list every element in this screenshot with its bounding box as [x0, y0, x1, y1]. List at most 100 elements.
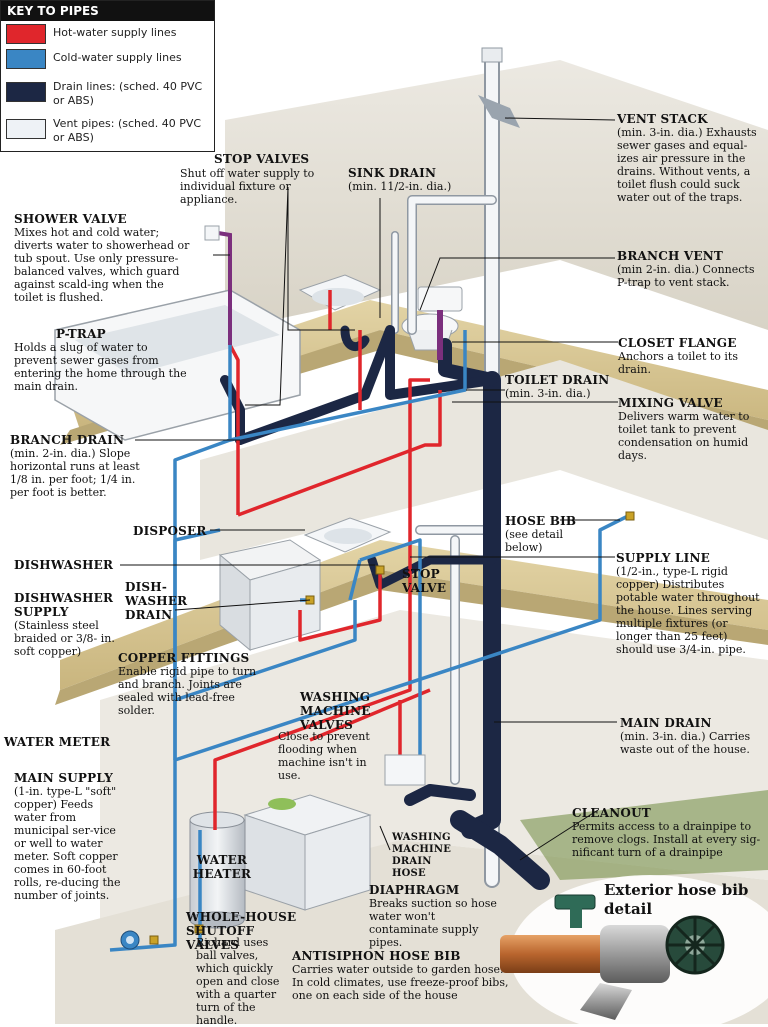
- toilet-drain-title: TOILET DRAIN: [505, 373, 610, 387]
- key-label-drain: Drain lines: (sched. 40 PVC or ABS): [53, 80, 203, 107]
- callout-diaphragm: DIAPHRAGM Breaks suction so hose water w…: [369, 883, 504, 949]
- supply-line-title: SUPPLY LINE: [616, 551, 710, 565]
- key-item-hot: Hot-water supply lines: [1, 21, 216, 55]
- callout-washing-machine-drain-hose: WASHING MACHINE DRAIN HOSE: [392, 832, 464, 880]
- toilet-drain-desc: (min. 3-in. dia.): [505, 387, 591, 400]
- callout-leader-lines: [120, 117, 620, 861]
- hot-water-swatch: [6, 24, 46, 44]
- callout-supply-line: SUPPLY LINE (1/2-in., type-L rigid coppe…: [616, 551, 766, 656]
- hot-water-lines: [213, 290, 442, 830]
- main-supply-title: MAIN SUPPLY: [14, 771, 113, 785]
- shower-valve-desc: Mixes hot and cold water; diverts water …: [14, 226, 190, 304]
- key-label-hot: Hot-water supply lines: [53, 26, 177, 39]
- exterior-detail-title: Exterior hose bib detail: [604, 881, 749, 918]
- callout-copper-fittings: COPPER FITTINGS Enable rigid pipe to tur…: [118, 651, 258, 717]
- diaphragm-desc: Breaks suction so hose water won't conta…: [369, 897, 497, 949]
- callout-hose-bib: HOSE BIB (see detail below): [505, 514, 585, 554]
- key-title: KEY TO PIPES: [1, 1, 214, 21]
- branch-drain-desc: (min. 2-in. dia.) Slope horizontal runs …: [10, 447, 140, 499]
- callout-dishwasher-supply: DISHWASHER SUPPLY (Stainless steel braid…: [14, 591, 126, 658]
- stop-valve-title: STOP VALVE: [402, 567, 447, 595]
- copper-fittings-desc: Enable rigid pipe to turn and branch. Jo…: [118, 665, 257, 717]
- callout-whole-house-shutoff: WHOLE-HOUSE SHUTOFF VALVES: [186, 910, 311, 952]
- callout-dishwasher-drain: DISH- WASHER DRAIN: [125, 580, 187, 622]
- mixing-valve-desc: Delivers warm water to toilet tank to pr…: [618, 410, 750, 462]
- callout-vent-stack: VENT STACK (min. 3-in. dia.) Exhausts se…: [617, 112, 765, 204]
- whole-house-shutoff-desc: Richard uses ball valves, which quickly …: [196, 936, 280, 1027]
- branch-vent-desc: (min 2-in. dia.) Connects P-trap to vent…: [617, 263, 755, 289]
- mixing-valve-title: MIXING VALVE: [618, 396, 723, 410]
- washing-machine-valves-title: WASHING MACHINE VALVES: [300, 690, 371, 732]
- callout-sink-drain: SINK DRAIN (min. 11/2-in. dia.): [348, 166, 468, 193]
- callout-exterior-detail: Exterior hose bib detail: [604, 880, 754, 918]
- washing-machine-valves-desc: Close to prevent flooding when machine i…: [278, 730, 370, 782]
- p-trap-desc: Holds a slug of water to prevent sewer g…: [14, 341, 187, 393]
- washing-machine-valve-box: [384, 754, 426, 786]
- pipe-key-legend: KEY TO PIPES Hot-water supply lines Cold…: [0, 0, 215, 152]
- washing-machine: [243, 794, 372, 911]
- callout-main-drain: MAIN DRAIN (min. 3-in. dia.) Carries was…: [620, 716, 766, 756]
- cleanout-title: CLEANOUT: [572, 806, 651, 820]
- callout-water-heater: WATER HEATER: [192, 853, 252, 881]
- sink-drain-title: SINK DRAIN: [348, 166, 437, 180]
- water-heater-title: WATER HEATER: [192, 853, 252, 881]
- closet-flange-desc: Anchors a toilet to its drain.: [618, 350, 738, 376]
- callout-antisiphon-hose-bib: ANTISIPHON HOSE BIB Carries water outsid…: [292, 949, 517, 1002]
- antisiphon-hose-bib-title: ANTISIPHON HOSE BIB: [292, 949, 461, 963]
- callout-stop-valves: STOP VALVES: [214, 152, 339, 166]
- key-label-vent: Vent pipes: (sched. 40 PVC or ABS): [53, 117, 202, 144]
- callout-stop-valves-desc: Shut off water supply to individual fixt…: [180, 167, 340, 206]
- dishwasher-supply-title: DISHWASHER SUPPLY: [14, 591, 114, 619]
- branch-drain-title: BRANCH DRAIN: [10, 433, 125, 447]
- callout-disposer: DISPOSER: [133, 524, 233, 538]
- water-meter: [120, 930, 140, 950]
- callout-p-trap: P-TRAP Holds a slug of water to prevent …: [14, 327, 189, 393]
- main-drain-title: MAIN DRAIN: [620, 716, 712, 730]
- vent-cap: [478, 95, 520, 128]
- callout-water-meter: WATER METER: [4, 735, 124, 749]
- whole-house-shutoff-title: WHOLE-HOUSE SHUTOFF VALVES: [186, 910, 297, 952]
- hose-bib-desc: (see detail below): [505, 528, 564, 554]
- callout-branch-vent: BRANCH VENT (min 2-in. dia.) Connects P-…: [617, 249, 765, 289]
- middle-floor-slab: [55, 540, 768, 705]
- callout-dishwasher: DISHWASHER: [14, 558, 124, 572]
- p-trap-title: P-TRAP: [56, 327, 106, 341]
- main-supply-desc: (1-in. type-L "soft" copper) Feeds water…: [14, 785, 121, 902]
- hose-bib-title: HOSE BIB: [505, 514, 577, 528]
- callout-branch-drain: BRANCH DRAIN (min. 2-in. dia.) Slope hor…: [10, 433, 150, 499]
- kitchen-sink: [303, 517, 392, 553]
- vent-stack-title: VENT STACK: [617, 112, 708, 126]
- main-drain-desc: (min. 3-in. dia.) Carries waste out of t…: [620, 730, 751, 756]
- vent-stack-desc: (min. 3-in. dia.) Exhausts sewer gases a…: [617, 126, 757, 204]
- antisiphon-hose-bib-desc: Carries water outside to garden hose. In…: [292, 963, 509, 1002]
- hose-bib-detail-illustration: [500, 875, 768, 1024]
- dishwasher-supply-desc: (Stainless steel braided or 3/8- in. sof…: [14, 619, 115, 658]
- sink-drain-desc: (min. 11/2-in. dia.): [348, 180, 452, 193]
- disposer-title: DISPOSER: [133, 524, 207, 538]
- callout-whole-house-shutoff-desc: Richard uses ball valves, which quickly …: [196, 936, 292, 1027]
- drain-swatch: [6, 82, 46, 102]
- callout-closet-flange: CLOSET FLANGE Anchors a toilet to its dr…: [618, 336, 766, 376]
- supply-line-desc: (1/2-in., type-L rigid copper) Distribut…: [616, 565, 760, 656]
- callout-washing-machine-valves-desc: Close to prevent flooding when machine i…: [278, 730, 378, 782]
- cleanout-desc: Permits access to a drainpipe to remove …: [572, 820, 761, 859]
- key-item-vent: Vent pipes: (sched. 40 PVC or ABS): [1, 116, 216, 150]
- dishwasher-title: DISHWASHER: [14, 558, 114, 572]
- callout-shower-valve: SHOWER VALVE Mixes hot and cold water; d…: [14, 212, 192, 304]
- diaphragm-title: DIAPHRAGM: [369, 883, 460, 897]
- callout-toilet-drain: TOILET DRAIN (min. 3-in. dia.): [505, 373, 615, 400]
- cold-water-swatch: [6, 49, 46, 69]
- callout-main-supply: MAIN SUPPLY (1-in. type-L "soft" copper)…: [14, 771, 126, 902]
- callout-stop-valve: STOP VALVE: [402, 567, 452, 595]
- exterior-ground: [520, 790, 768, 880]
- cold-water-lines: [109, 330, 631, 952]
- key-item-drain: Drain lines: (sched. 40 PVC or ABS): [1, 79, 216, 113]
- washing-machine-drain-hose-title: WASHING MACHINE DRAIN HOSE: [392, 832, 452, 879]
- callout-mixing-valve: MIXING VALVE Delivers warm water to toil…: [618, 396, 766, 462]
- shower-valve-title: SHOWER VALVE: [14, 212, 127, 226]
- water-meter-title: WATER METER: [4, 735, 111, 749]
- key-item-cold: Cold-water supply lines: [1, 46, 216, 80]
- callout-washing-machine-valves: WASHING MACHINE VALVES: [300, 690, 395, 732]
- callout-cleanout: CLEANOUT Permits access to a drainpipe t…: [572, 806, 766, 859]
